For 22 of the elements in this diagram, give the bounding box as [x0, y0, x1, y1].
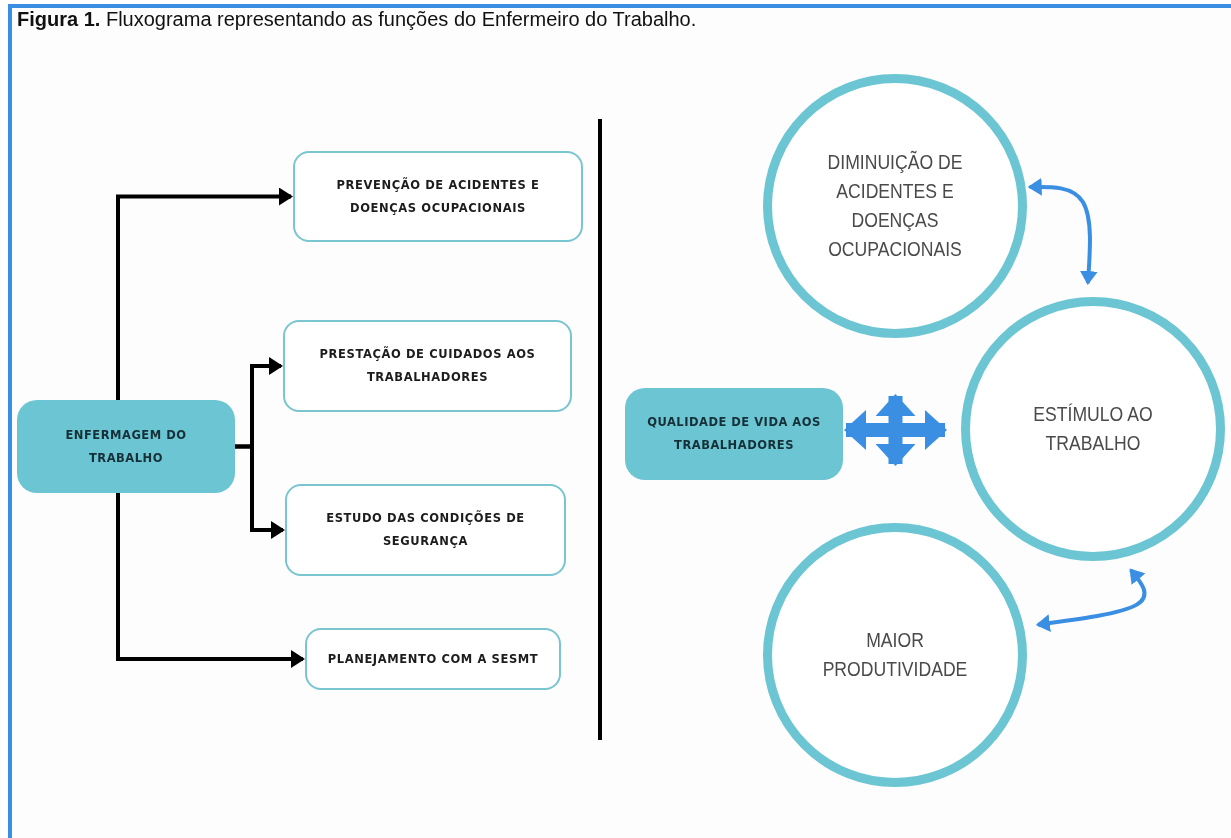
process-box — [625, 388, 843, 480]
process-box — [285, 484, 566, 576]
node-label: ESTUDO DAS CONDIÇÕES DE SEGURANÇA — [325, 509, 526, 550]
arrow — [116, 493, 305, 668]
arrow — [1027, 177, 1098, 286]
arrow — [116, 187, 293, 400]
process-box — [293, 151, 583, 242]
node-label: PRESTAÇÃO DE CUIDADOS AOS TRABALHADORES — [318, 345, 537, 386]
four-way-arrow — [844, 410, 947, 450]
process-box — [305, 628, 561, 690]
process-box — [17, 400, 235, 493]
node-label: ESTÍMULO AO TRABALHO — [1032, 402, 1154, 456]
process-box — [283, 320, 572, 412]
figure-caption: Figura 1. Fluxograma representando as funções do Enfermeiro do Trabalho. — [17, 8, 697, 30]
node-label: PLANEJAMENTO COM A SESMT — [326, 650, 540, 668]
arrow — [1035, 568, 1147, 632]
node-label: PREVENÇÃO DE ACIDENTES E DOENÇAS OCUPACIONAIS — [335, 176, 541, 217]
node-label: MAIOR PRODUTIVIDADE — [821, 628, 969, 682]
node-label: QUALIDADE DE VIDA AOS TRABALHADORES — [646, 414, 822, 454]
arrow — [235, 444, 285, 539]
node-label: ENFERMAGEM DO TRABALHO — [64, 426, 188, 467]
node-label: DIMINUIÇÃO DE ACIDENTES E DOENÇAS OCUPACIONAIS — [826, 149, 964, 262]
